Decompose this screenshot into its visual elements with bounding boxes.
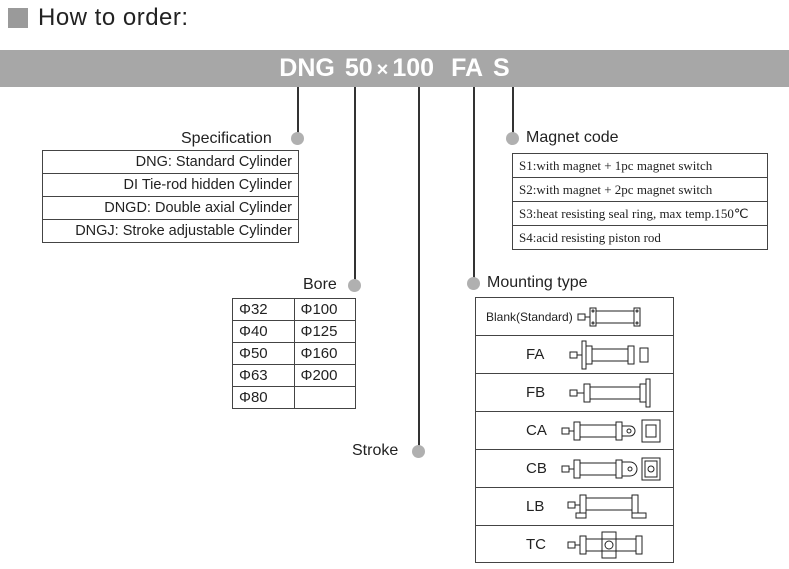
bore-label: Bore: [303, 276, 337, 293]
mounting-type-label: Mounting type: [487, 274, 588, 291]
cylinder-standard-icon: [577, 307, 641, 327]
stroke-dot: [412, 445, 425, 458]
cylinder-double-clevis-icon: [561, 457, 661, 481]
cylinder-trunnion-icon: [567, 531, 643, 559]
bore-cell: Φ200: [293, 364, 356, 387]
code-bore: 50: [344, 54, 373, 82]
mounting-label: LB: [526, 498, 545, 515]
mounting-label: FB: [526, 384, 546, 401]
page-title: How to order:: [38, 4, 189, 31]
mounting-row-fa: FA: [476, 336, 673, 374]
bore-cell: Φ32: [232, 298, 295, 321]
specification-table: DNG: Standard Cylinder DI Tie-rod hidden…: [42, 150, 299, 243]
specification-item: DI Tie-rod hidden Cylinder: [42, 173, 299, 197]
bore-cell: Φ80: [232, 386, 295, 409]
stroke-label: Stroke: [352, 442, 399, 459]
mounting-label: CB: [526, 460, 547, 477]
magnet-code-item: S2:with magnet + 2pc magnet switch: [512, 177, 768, 202]
cylinder-single-clevis-icon: [561, 419, 661, 443]
magnet-code-item: S3:heat resisting seal ring, max temp.15…: [512, 201, 768, 226]
cylinder-front-flange-icon: [569, 340, 649, 370]
order-code: DNG 50×100 FA S: [0, 50, 789, 87]
magnet-dot: [506, 132, 519, 145]
mounting-row-ca: CA: [476, 412, 673, 450]
specification-dot: [291, 132, 304, 145]
bore-cell: Φ63: [232, 364, 295, 387]
mounting-row-lb: LB: [476, 488, 673, 526]
bore-cell: Φ125: [293, 320, 356, 343]
mounting-label: TC: [526, 536, 546, 553]
mounting-dot: [467, 277, 480, 290]
bore-cell: Φ160: [293, 342, 356, 365]
magnet-code-label: Magnet code: [526, 129, 619, 146]
mounting-row-standard: Blank(Standard): [476, 298, 673, 336]
magnet-code-item: S4:acid resisting piston rod: [512, 225, 768, 250]
mounting-label: FA: [526, 346, 545, 363]
specification-item: DNG: Standard Cylinder: [42, 150, 299, 174]
code-mounting: FA: [451, 54, 484, 82]
magnet-code-item: S1:with magnet + 1pc magnet switch: [512, 153, 768, 178]
stroke-connector: [418, 87, 420, 449]
specification-item: DNGD: Double axial Cylinder: [42, 196, 299, 220]
order-code-banner: [0, 50, 789, 87]
mounting-row-fb: FB: [476, 374, 673, 412]
cylinder-foot-mount-icon: [567, 494, 647, 519]
bore-dot: [348, 279, 361, 292]
code-magnet: S: [493, 54, 510, 82]
mounting-row-tc: TC: [476, 526, 673, 564]
mounting-connector: [473, 87, 475, 283]
mounting-row-cb: CB: [476, 450, 673, 488]
mounting-type-table: Blank(Standard) FA FB: [475, 297, 674, 563]
bore-cell: [293, 386, 356, 409]
specification-label: Specification: [181, 130, 272, 147]
specification-item: DNGJ: Stroke adjustable Cylinder: [42, 219, 299, 243]
bore-cell: Φ40: [232, 320, 295, 343]
bore-cell: Φ50: [232, 342, 295, 365]
code-times: ×: [376, 59, 389, 81]
bore-cell: Φ100: [293, 298, 356, 321]
spec-connector: [297, 87, 299, 137]
magnet-code-table: S1:with magnet + 1pc magnet switch S2:wi…: [512, 153, 768, 250]
mounting-label: CA: [526, 422, 547, 439]
code-model: DNG: [279, 54, 335, 82]
mounting-label: Blank(Standard): [486, 310, 573, 324]
code-stroke: 100: [392, 54, 435, 82]
cylinder-rear-flange-icon: [569, 378, 651, 408]
magnet-connector: [512, 87, 514, 137]
bore-connector: [354, 87, 356, 285]
title-square-icon: [8, 8, 28, 28]
